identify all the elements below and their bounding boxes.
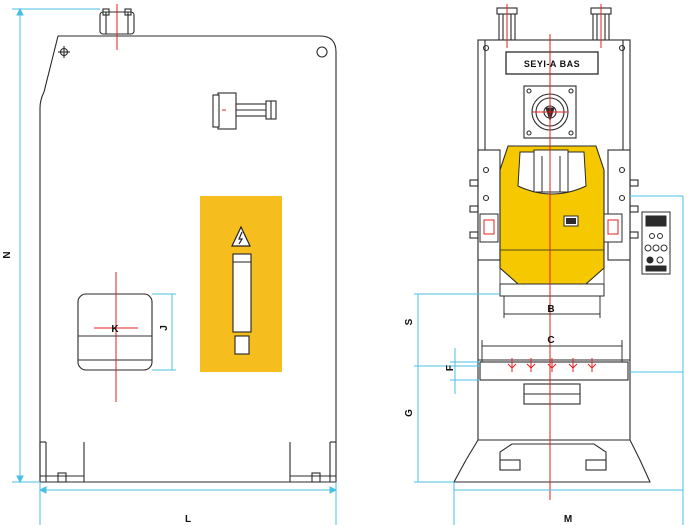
side-dimensions bbox=[12, 7, 338, 525]
frame-brackets bbox=[479, 213, 623, 243]
label-K: K bbox=[111, 324, 119, 335]
front-centerlines bbox=[506, 4, 602, 500]
junction-box bbox=[217, 92, 237, 130]
side-frame bbox=[39, 35, 337, 483]
bolster-plate bbox=[479, 361, 629, 381]
die-area bbox=[499, 283, 605, 297]
label-J: J bbox=[159, 325, 170, 331]
label-B: B bbox=[547, 304, 554, 315]
front-dimensions bbox=[414, 195, 684, 525]
brand-plate-text: SEYI-A BAS bbox=[524, 59, 580, 69]
base bbox=[453, 439, 651, 483]
side-view bbox=[39, 8, 337, 483]
brand-plate bbox=[505, 51, 599, 75]
label-G: G bbox=[404, 409, 415, 417]
label-N: N bbox=[2, 251, 13, 258]
control-panel-icon bbox=[641, 211, 671, 275]
label-C: C bbox=[547, 335, 554, 346]
slide-assembly bbox=[499, 145, 605, 285]
high-voltage-icon bbox=[231, 225, 251, 247]
label-M: M bbox=[564, 514, 572, 525]
inspection-window bbox=[77, 293, 153, 371]
label-L: L bbox=[185, 514, 191, 525]
label-F: F bbox=[445, 365, 456, 371]
bolster-bolts bbox=[507, 358, 597, 372]
warning-panel bbox=[200, 196, 282, 372]
label-S: S bbox=[404, 318, 415, 325]
side-centerlines bbox=[94, 4, 226, 402]
